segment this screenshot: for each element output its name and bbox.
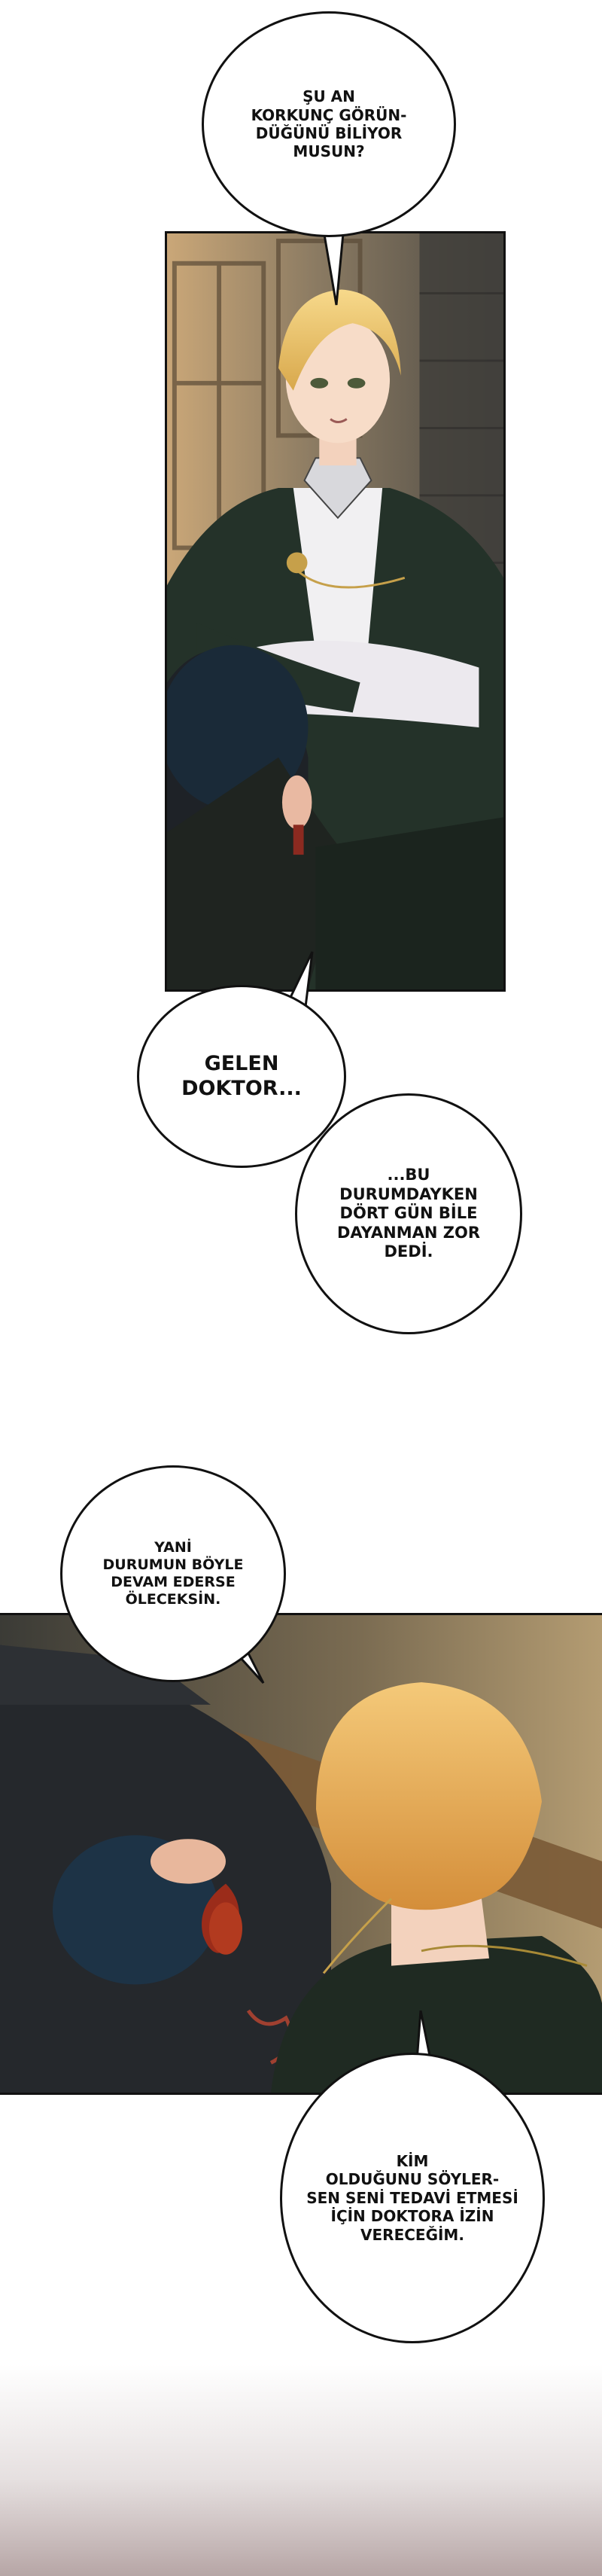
bubble-tail	[321, 226, 345, 306]
speech-bubble-1-text: ŞU AN KORKUNÇ GÖRÜN- DÜĞÜNÜ BİLİYOR MUSU…	[251, 87, 407, 161]
bubble-tail	[284, 951, 314, 1007]
speech-bubble-5: KİM OLDUĞUNU SÖYLER- SEN SENİ TEDAVİ ETM…	[280, 2053, 545, 2343]
bottom-gradient	[0, 2364, 602, 2576]
speech-bubble-2-text: GELEN DOKTOR...	[181, 1051, 302, 1100]
panel1-art	[167, 233, 503, 989]
speech-bubble-3: ...BU DURUMDAYKEN DÖRT GÜN BİLE DAYANMAN…	[295, 1093, 522, 1334]
panel2-art	[0, 1615, 602, 2093]
speech-bubble-3-text: ...BU DURUMDAYKEN DÖRT GÜN BİLE DAYANMAN…	[337, 1165, 480, 1261]
speech-bubble-5-text: KİM OLDUĞUNU SÖYLER- SEN SENİ TEDAVİ ETM…	[306, 2152, 518, 2244]
speech-bubble-2: GELEN DOKTOR...	[137, 985, 346, 1168]
speech-bubble-4-text: YANİ DURUMUN BÖYLE DEVAM EDERSE ÖLECEKSİ…	[102, 1538, 244, 1608]
panel-blond-man-arms-crossed	[165, 231, 506, 992]
speech-bubble-1: ŞU AN KORKUNÇ GÖRÜN- DÜĞÜNÜ BİLİYOR MUSU…	[202, 11, 456, 237]
speech-bubble-4: YANİ DURUMUN BÖYLE DEVAM EDERSE ÖLECEKSİ…	[60, 1465, 286, 1682]
panel-wounded-man	[0, 1613, 602, 2095]
